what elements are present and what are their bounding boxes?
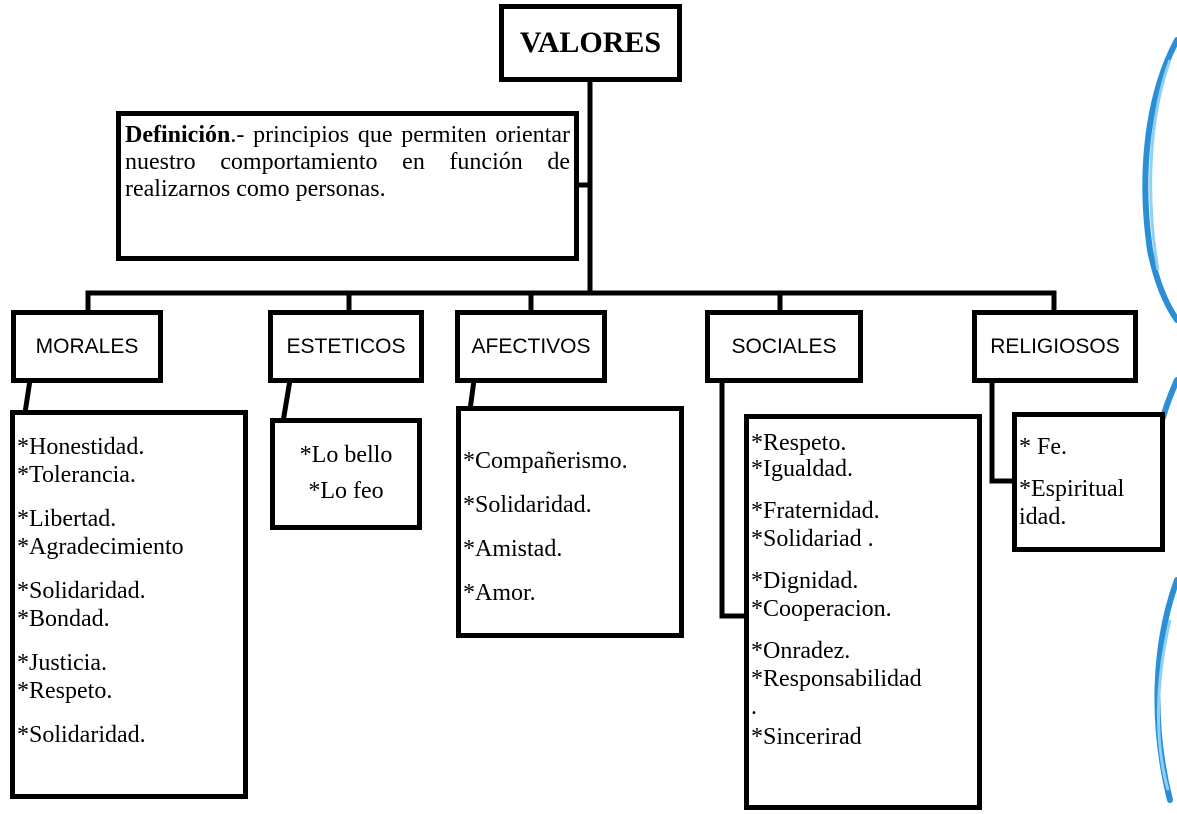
- list-item: *Igualdad.: [751, 456, 853, 482]
- list-item: *Espiritual: [1019, 476, 1125, 502]
- list-item: *Honestidad.: [17, 434, 145, 460]
- list-item: *Agradecimiento: [17, 534, 184, 560]
- list-item: *Libertad.: [17, 506, 117, 532]
- category-label: ESTETICOS: [286, 334, 406, 358]
- list-afectivos: *Compañerismo. *Solidaridad. *Amistad. *…: [456, 406, 684, 638]
- link-esteticos: [280, 377, 293, 425]
- list-item: *Compañerismo.: [463, 448, 628, 474]
- list-item: *Respeto.: [17, 678, 113, 704]
- category-afectivos: AFECTIVOS: [455, 310, 607, 383]
- category-label: MORALES: [35, 334, 139, 358]
- list-item: *Solidaridad.: [17, 578, 146, 604]
- category-sociales: SOCIALES: [705, 310, 863, 383]
- link-morales: [22, 377, 33, 416]
- category-religiosos: RELIGIOSOS: [972, 310, 1138, 383]
- list-religiosos: * Fe. *Espiritual idad.: [1012, 412, 1165, 552]
- list-esteticos: *Lo bello *Lo feo: [270, 418, 422, 530]
- list-item: *Justicia.: [17, 650, 107, 676]
- list-morales: *Honestidad. *Tolerancia. *Libertad. *Ag…: [10, 410, 248, 799]
- link-afectivos: [467, 377, 477, 413]
- list-item: *Lo feo: [308, 478, 384, 504]
- list-item: *Dignidad.: [751, 568, 859, 594]
- definition-text: principios que permiten orientar nuestro…: [125, 122, 570, 202]
- list-item: *Respeto.: [751, 430, 847, 456]
- list-item: *Tolerancia.: [17, 462, 136, 488]
- list-item: *Responsabilidad: [751, 666, 922, 692]
- list-item: idad.: [1019, 504, 1067, 530]
- list-item: *Cooperacion.: [751, 596, 892, 622]
- link-religiosos: [989, 377, 1019, 484]
- list-sociales: *Respeto. *Igualdad. *Fraternidad. *Soli…: [744, 414, 982, 810]
- list-item: *Sincerirad: [751, 724, 862, 750]
- list-item: *Solidaridad.: [17, 722, 146, 748]
- list-item: *Solidariad .: [751, 526, 874, 552]
- list-item: *Onradez.: [751, 638, 851, 664]
- definition-term: Definición: [125, 122, 231, 148]
- definition-box: Definición.- principios que permiten ori…: [116, 111, 579, 261]
- list-item: *Fraternidad.: [751, 498, 880, 524]
- list-item: *Solidaridad.: [463, 492, 592, 518]
- link-sociales: [719, 377, 748, 619]
- title-text: VALORES: [519, 26, 662, 59]
- category-esteticos: ESTETICOS: [268, 310, 424, 383]
- list-item: *Amistad.: [463, 536, 563, 562]
- list-item: .: [751, 694, 757, 720]
- list-item: *Lo bello: [299, 442, 393, 468]
- category-morales: MORALES: [11, 310, 163, 383]
- category-label: AFECTIVOS: [471, 334, 591, 358]
- title-box: VALORES: [499, 4, 682, 82]
- list-item: *Bondad.: [17, 606, 110, 632]
- list-item: *Amor.: [463, 580, 536, 606]
- definition-separator: .-: [230, 122, 245, 148]
- category-label: RELIGIOSOS: [990, 334, 1120, 358]
- list-item: * Fe.: [1019, 434, 1067, 460]
- category-label: SOCIALES: [731, 334, 837, 358]
